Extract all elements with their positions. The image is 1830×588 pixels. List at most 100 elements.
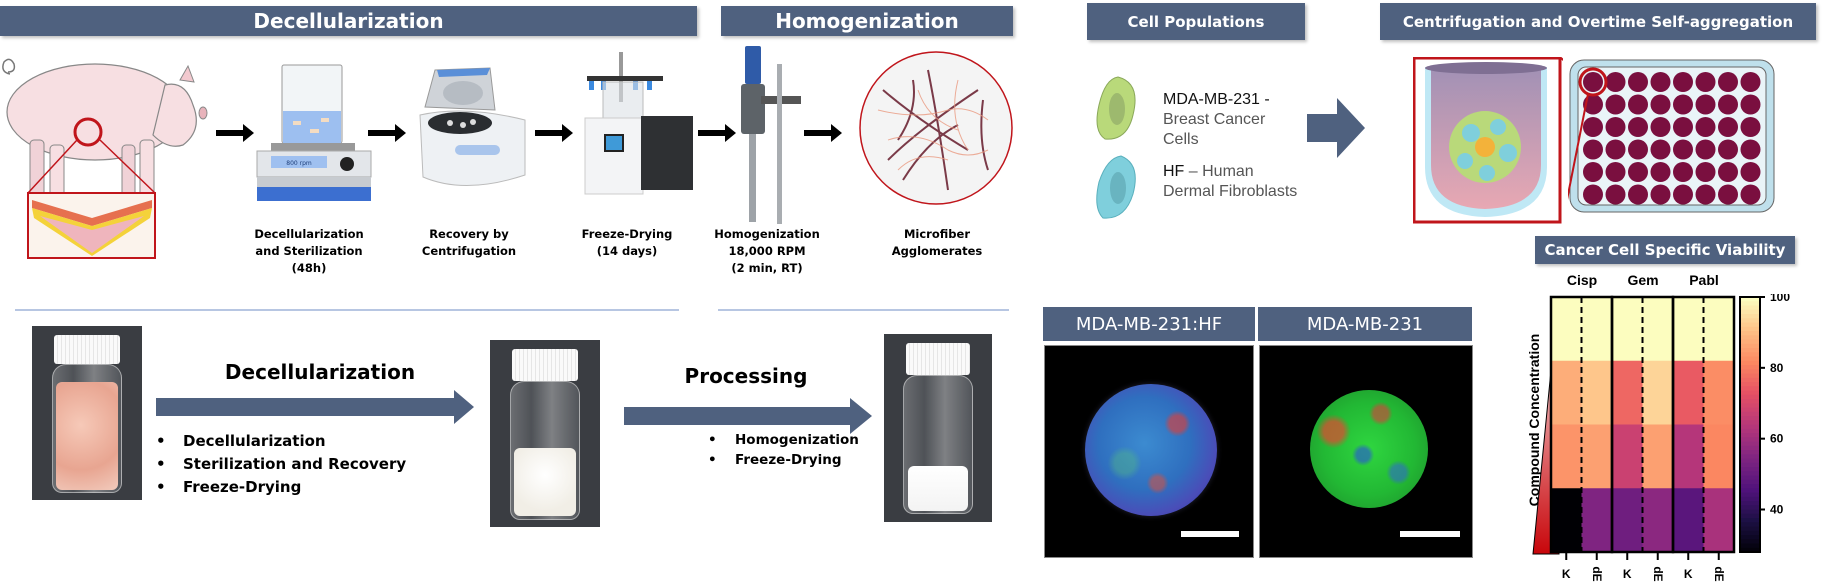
jar-content: [56, 381, 118, 490]
caption-line: Microfiber: [903, 227, 970, 241]
well: [1605, 117, 1626, 137]
cell-desc: Cells: [1163, 131, 1199, 148]
process-bullets: Decellularization Sterilization and Reco…: [156, 430, 406, 499]
x-tick-label: dE: [1590, 566, 1604, 581]
heatmap-cell: [1551, 297, 1582, 362]
well: [1650, 184, 1671, 205]
colorbar-segment: [1740, 297, 1760, 302]
x-tick-label: K: [1623, 567, 1632, 581]
well: [1650, 72, 1671, 92]
jar-content: [907, 465, 969, 511]
heatmap-cell: [1703, 297, 1735, 362]
centrifugation-banner: Centrifugation and Overtime Self-aggrega…: [1380, 3, 1816, 40]
well-plate-icon: [1568, 59, 1775, 213]
heatmap-cell: [1551, 360, 1582, 425]
colorbar-segment: [1740, 509, 1760, 515]
well: [1583, 162, 1603, 182]
well: [1583, 94, 1603, 115]
colorbar-segment: [1740, 505, 1760, 511]
colorbar-segment: [1740, 458, 1760, 464]
cell-name-line: MDA-MB-231 -: [1163, 90, 1270, 110]
heatmap-cell: [1581, 360, 1613, 425]
homogenization-banner: Homogenization: [721, 6, 1013, 36]
cancer-cell-icon: [1096, 76, 1136, 140]
colorbar-segment: [1740, 535, 1760, 540]
colorbar-segment: [1740, 339, 1760, 345]
well: [1673, 162, 1693, 182]
flow-arrow: [368, 124, 406, 142]
colorbar-segment: [1740, 390, 1760, 396]
colorbar-segment: [1740, 424, 1760, 430]
colorbar-segment: [1740, 501, 1760, 506]
colorbar-segment: [1740, 301, 1760, 307]
colorbar-segment: [1740, 407, 1760, 413]
well: [1605, 139, 1626, 160]
well: [1695, 94, 1716, 115]
heatmap-cell: [1703, 424, 1735, 489]
well: [1740, 94, 1761, 115]
well: [1605, 94, 1626, 115]
caption-line: and Sterilization: [255, 244, 363, 258]
colorbar-segment: [1740, 373, 1760, 379]
colorbar-segment: [1740, 543, 1760, 549]
colorbar-segment: [1740, 356, 1760, 362]
heatmap-cell: [1612, 488, 1643, 553]
fibroblast-cell-icon: [1096, 155, 1136, 219]
caption-line: (14 days): [596, 244, 658, 258]
x-tick-label: K: [1684, 567, 1693, 581]
well: [1695, 184, 1716, 205]
colorbar-segment: [1740, 420, 1760, 426]
x-tick-label: dE: [1712, 566, 1726, 581]
heatmap-cell: [1703, 488, 1735, 553]
colorbar-segment: [1740, 437, 1760, 443]
colorbar-tick-label: 60: [1770, 432, 1784, 446]
well: [1583, 184, 1603, 205]
step-caption: Decellularization and Sterilization (48h…: [254, 226, 363, 277]
colorbar-segment: [1740, 394, 1760, 400]
process-bullets: Homogenization Freeze-Drying: [708, 430, 859, 470]
well: [1605, 184, 1626, 205]
cell-separator: -: [1259, 91, 1270, 108]
well: [1695, 117, 1716, 137]
well: [1628, 94, 1648, 115]
x-tick-label: dE: [1651, 566, 1665, 581]
colorbar-segment: [1740, 484, 1760, 489]
caption-line: Centrifugation: [421, 244, 517, 258]
colorbar-segment: [1740, 416, 1760, 421]
spheroid-mda-spots: [1310, 390, 1428, 508]
raw-tissue-jar-photo: [32, 326, 142, 500]
colorbar-segment: [1740, 348, 1760, 353]
caption-line: Recovery by: [429, 227, 509, 241]
microfiber-icon: [859, 51, 1013, 205]
colorbar-segment: [1740, 428, 1760, 434]
well: [1673, 94, 1693, 115]
colorbar-segment: [1740, 445, 1760, 451]
caption-line: Decellularization: [254, 227, 364, 241]
well: [1695, 72, 1716, 92]
heatmap-cell: [1612, 297, 1643, 362]
heatmap-cell: [1581, 297, 1613, 362]
bullet-item: Homogenization: [708, 430, 859, 450]
colorbar-segment: [1740, 343, 1760, 349]
plate-wells: [1583, 72, 1761, 205]
step-caption: Recovery by Centrifugation: [422, 226, 516, 260]
jar-lid: [54, 334, 120, 365]
colorbar-segment: [1740, 326, 1760, 332]
colorbar-segment: [1740, 522, 1760, 528]
bullet-item: Freeze-Drying: [156, 476, 406, 499]
colorbar-segment: [1740, 314, 1760, 319]
cell-populations-banner: Cell Populations: [1087, 3, 1305, 40]
colorbar-segment: [1740, 403, 1760, 409]
well: [1718, 117, 1738, 137]
heatmap-cell: [1673, 424, 1704, 489]
well: [1673, 184, 1693, 205]
scale-bar: [1400, 531, 1460, 537]
centrifuge-icon: [419, 67, 526, 187]
spheroid-well-icon: [1413, 57, 1563, 224]
colorbar-segment: [1740, 479, 1760, 485]
process-title: Processing: [684, 364, 808, 388]
heatmap-cell: [1551, 488, 1582, 553]
colorbar-segment: [1740, 365, 1760, 370]
group-label: Cisp: [1566, 272, 1598, 288]
